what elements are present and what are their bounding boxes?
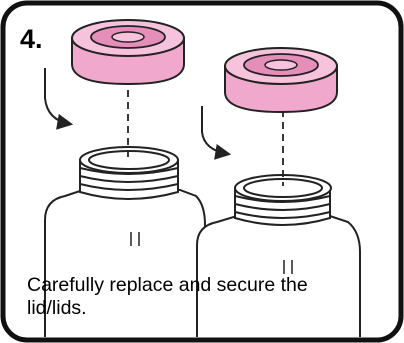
bottle-left: [44, 146, 206, 337]
curved-down-arrow-right: [201, 106, 232, 160]
instruction-caption: Carefully replace and secure the lid/lid…: [27, 274, 308, 319]
lid-left: [71, 19, 185, 86]
curved-down-arrow-left: [44, 68, 74, 130]
bottle-right: [196, 174, 361, 337]
step-number: 4.: [20, 24, 43, 54]
lid-right: [224, 47, 338, 114]
